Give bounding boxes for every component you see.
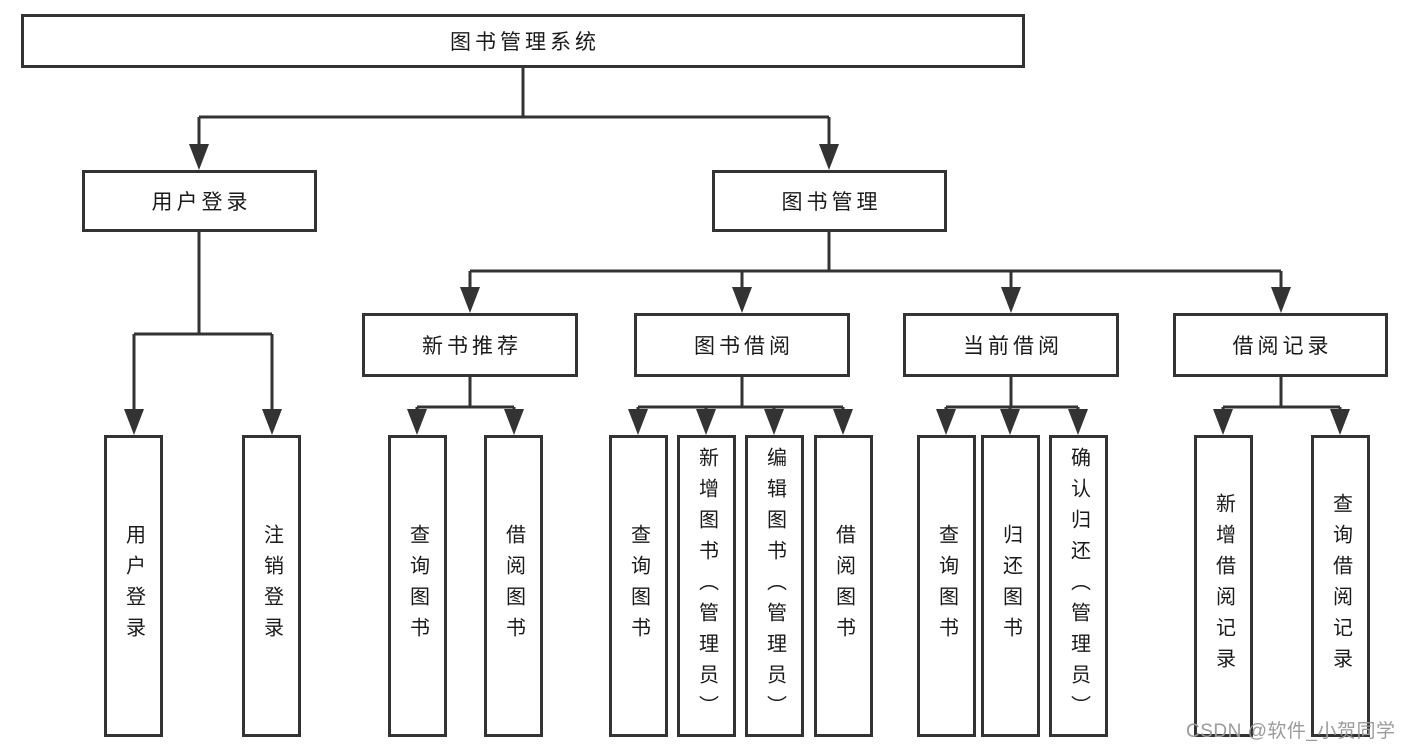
leaf-logout: 注销登录	[242, 435, 301, 737]
leaf-edit-books-admin-label: 编辑图书（管理员）	[763, 446, 786, 726]
leaf-user-login-label: 用户登录	[122, 524, 145, 648]
leaf-borrow-books-newbooks-label: 借阅图书	[502, 524, 525, 648]
leaf-return-books: 归还图书	[981, 435, 1040, 737]
node-new-books: 新书推荐	[362, 313, 578, 377]
leaf-borrow-books-label: 借阅图书	[832, 524, 855, 648]
leaf-query-books-current: 查询图书	[917, 435, 976, 737]
leaf-add-borrow-record-label: 新增借阅记录	[1212, 493, 1235, 679]
leaf-query-books-newbooks-label: 查询图书	[406, 524, 429, 648]
node-current-borrow-label: 当前借阅	[963, 335, 1063, 358]
leaf-query-borrow-record: 查询借阅记录	[1311, 435, 1370, 737]
leaf-query-borrow-record-label: 查询借阅记录	[1329, 493, 1352, 679]
node-user-login: 用户登录	[82, 170, 317, 232]
node-root: 图书管理系统	[21, 14, 1025, 68]
node-borrow-records-label: 借阅记录	[1232, 335, 1333, 358]
node-book-mgmt-label: 图书管理	[781, 191, 882, 214]
leaf-borrow-books: 借阅图书	[814, 435, 873, 737]
leaf-query-books-current-label: 查询图书	[935, 524, 958, 648]
leaf-logout-label: 注销登录	[260, 524, 283, 648]
leaf-add-books-admin-label: 新增图书（管理员）	[695, 446, 718, 726]
node-current-borrow: 当前借阅	[903, 313, 1119, 377]
csdn-watermark: CSDN @软件_小贺同学	[1186, 721, 1396, 742]
leaf-query-books-borrow: 查询图书	[609, 435, 668, 737]
node-borrow-records: 借阅记录	[1173, 313, 1388, 377]
node-user-login-label: 用户登录	[151, 191, 252, 214]
leaf-user-login: 用户登录	[104, 435, 163, 737]
node-book-borrow: 图书借阅	[634, 313, 850, 377]
leaf-confirm-return-admin: 确认归还（管理员）	[1049, 435, 1108, 737]
leaf-confirm-return-admin-label: 确认归还（管理员）	[1067, 446, 1090, 726]
leaf-add-borrow-record: 新增借阅记录	[1194, 435, 1253, 737]
leaf-add-books-admin: 新增图书（管理员）	[677, 435, 736, 737]
leaf-borrow-books-newbooks: 借阅图书	[484, 435, 543, 737]
arrow-down-icons	[124, 144, 1350, 435]
leaf-edit-books-admin: 编辑图书（管理员）	[745, 435, 804, 737]
leaf-query-books-newbooks: 查询图书	[388, 435, 447, 737]
node-new-books-label: 新书推荐	[422, 335, 522, 358]
leaf-return-books-label: 归还图书	[999, 524, 1022, 648]
leaf-query-books-borrow-label: 查询图书	[627, 524, 650, 648]
node-book-borrow-label: 图书借阅	[694, 335, 794, 358]
node-root-label: 图书管理系统	[450, 31, 600, 54]
node-book-mgmt: 图书管理	[712, 170, 947, 232]
